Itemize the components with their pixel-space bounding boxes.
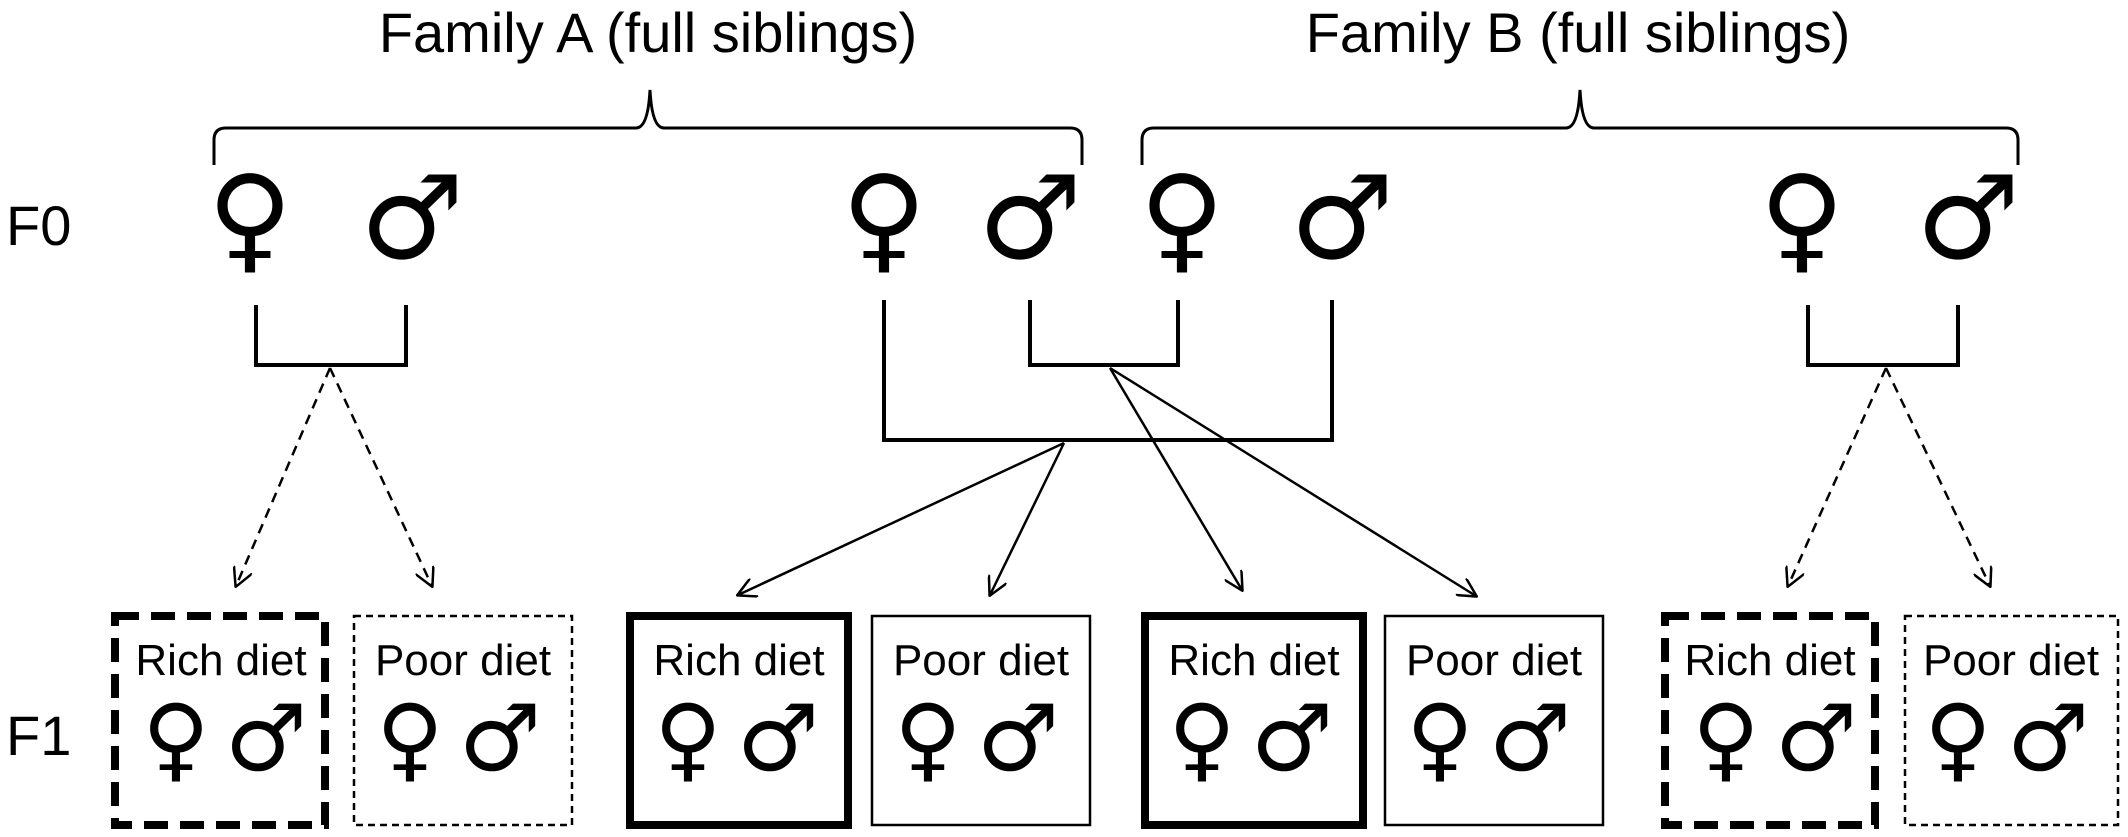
mating-connector-family-a [254,305,408,367]
offspring-arrow [236,367,332,586]
female-symbol: ♀ [894,685,961,792]
diet-box-rich: Rich diet ♀ ♂ [1141,612,1367,829]
diet-box-rich: Rich diet ♀ ♂ [1661,612,1879,829]
family-a-header: Family A (full siblings) [379,1,917,64]
diet-box-label: Poor diet [1406,636,1582,685]
diet-box-label: Poor diet [375,636,551,685]
female-symbol: ♀ [654,685,721,792]
generation-label-f1: F1 [6,704,71,767]
male-symbol: ♂ [1489,685,1571,792]
diet-box-label: Rich diet [653,636,824,685]
male-symbol: ♂ [459,685,541,792]
diet-box-label: Poor diet [893,636,1069,685]
offspring-arrow [990,442,1066,595]
diet-box-poor: Poor diet ♀ ♂ [870,614,1092,827]
male-symbol: ♂ [1916,151,2020,286]
female-symbol: ♀ [842,151,927,286]
male-symbol: ♂ [1775,685,1857,792]
male-symbol: ♂ [1251,685,1333,792]
female-symbol: ♀ [1168,685,1235,792]
diet-box-poor: Poor diet ♀ ♂ [1903,614,2120,827]
diet-box-rich: Rich diet ♀ ♂ [111,612,329,829]
male-symbol: ♂ [2007,685,2089,792]
male-symbol: ♂ [737,685,819,792]
diet-box-label: Rich diet [1684,636,1855,685]
diet-box-label: Rich diet [1168,636,1339,685]
family-a-brace [212,89,1084,165]
diet-box-poor: Poor diet ♀ ♂ [1383,614,1605,827]
offspring-arrow [328,367,432,586]
male-symbol: ♂ [978,151,1082,286]
family-b-header: Family B (full siblings) [1306,1,1851,64]
diet-box-label: Poor diet [1923,636,2099,685]
diet-box-rich: Rich diet ♀ ♂ [626,612,852,829]
male-symbol: ♂ [225,685,307,792]
male-symbol: ♂ [1290,151,1394,286]
female-symbol: ♀ [1692,685,1759,792]
offspring-arrow [738,441,1065,595]
offspring-arrow [1109,366,1476,596]
male-symbol: ♂ [360,151,464,286]
offspring-arrow [1884,367,1990,586]
offspring-arrow [1108,367,1242,590]
female-symbol: ♀ [376,685,443,792]
female-symbol: ♀ [208,151,293,286]
offspring-arrow [1788,367,1888,586]
female-symbol: ♀ [1140,151,1225,286]
male-symbol: ♂ [977,685,1059,792]
female-symbol: ♀ [1406,685,1473,792]
diet-box-label: Rich diet [135,636,306,685]
female-symbol: ♀ [142,685,209,792]
mating-connector-family-b [1806,305,1960,367]
female-symbol: ♀ [1760,151,1845,286]
diet-box-poor: Poor diet ♀ ♂ [352,614,574,827]
mating-connector-cross-inner [1028,300,1180,367]
mating-connector-cross-outer [882,300,1334,442]
family-b-brace [1140,89,2020,165]
generation-label-f0: F0 [6,194,71,257]
female-symbol: ♀ [1924,685,1991,792]
